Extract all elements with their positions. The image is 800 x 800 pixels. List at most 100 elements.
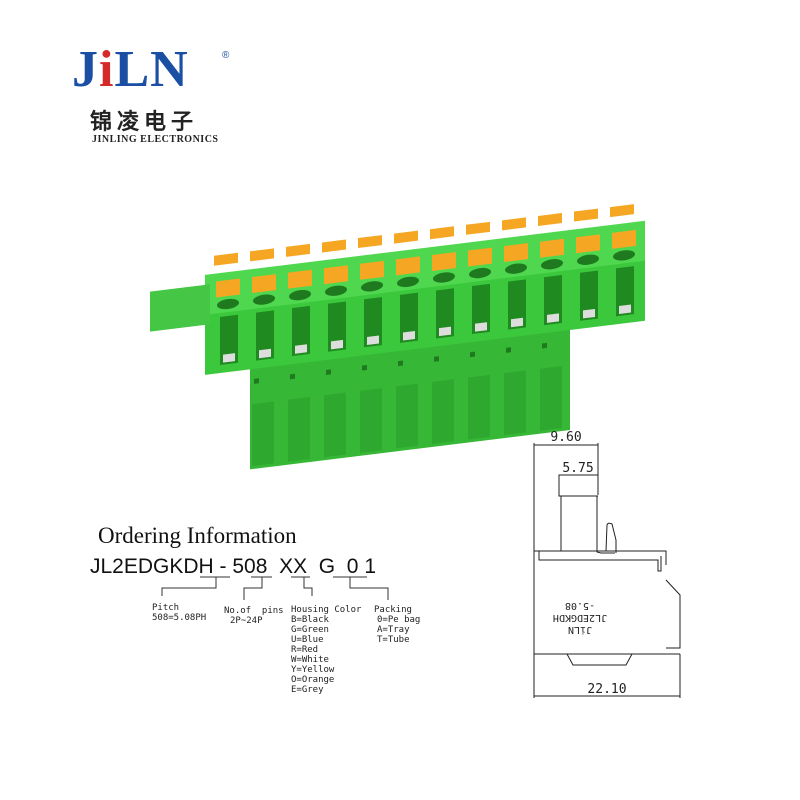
pin-slot — [256, 310, 274, 361]
wire-entry-hole — [397, 276, 419, 288]
pin-slot — [220, 314, 238, 365]
connector-top-face — [205, 220, 645, 325]
logo-chinese-name: 锦凌电子 — [90, 109, 199, 134]
release-lever — [288, 269, 312, 289]
wire-entry-hole — [577, 254, 599, 265]
release-lever — [216, 278, 240, 298]
packing-option: T=Tube — [377, 635, 410, 645]
contact — [511, 317, 523, 328]
wire-entry-hole — [325, 285, 347, 296]
part-number: JL2EDGKDH - 508 XX G 0 1 — [90, 555, 377, 578]
svg-text:-5.08: -5.08 — [565, 600, 595, 611]
wire-entry-hole — [217, 298, 239, 310]
release-lever — [396, 256, 420, 276]
contact — [367, 335, 379, 345]
test-hole — [362, 364, 367, 371]
release-lever — [322, 239, 346, 253]
contact — [439, 326, 451, 337]
wire-entry-hole — [289, 289, 311, 301]
release-lever — [538, 212, 562, 226]
pin-post — [540, 365, 562, 431]
release-lever — [612, 229, 636, 249]
release-lever — [466, 221, 490, 235]
wire-entry-hole — [613, 250, 635, 261]
svg-text:JL2EDGKDH: JL2EDGKDH — [553, 612, 607, 623]
color-option: W=White — [291, 655, 329, 665]
test-hole — [326, 369, 331, 375]
contact — [475, 322, 487, 332]
contact — [619, 304, 631, 314]
dim-22-10: 22.10 — [587, 682, 626, 697]
pin-post — [396, 383, 418, 449]
test-hole — [398, 360, 403, 367]
pin-slot — [544, 274, 562, 326]
test-hole — [542, 342, 547, 349]
color-option: G=Green — [291, 625, 329, 635]
packing-option: A=Tray — [377, 625, 410, 635]
pin-post — [360, 388, 382, 453]
pin-post — [288, 396, 310, 462]
test-hole — [434, 356, 439, 362]
release-lever — [214, 252, 238, 266]
registered-mark: ® — [222, 50, 230, 61]
release-lever — [574, 208, 598, 222]
pin-slot — [580, 270, 598, 321]
release-lever — [252, 274, 276, 294]
release-lever — [610, 204, 634, 218]
wire-entry-hole — [541, 259, 563, 270]
ordering-title: Ordering Information — [98, 523, 297, 548]
release-lever — [540, 238, 564, 258]
wire-entry-hole — [469, 267, 491, 279]
pin-slot — [616, 266, 634, 317]
pin-post — [252, 401, 274, 467]
release-lever — [502, 217, 526, 231]
wire-entry-hole — [505, 263, 527, 274]
pin-slot — [292, 305, 310, 357]
release-lever — [358, 235, 382, 249]
release-lever — [430, 226, 454, 240]
pin-slot — [472, 283, 490, 335]
release-lever — [324, 265, 348, 285]
release-lever — [468, 247, 492, 267]
color-option: O=Orange — [291, 675, 335, 685]
wire-entry-hole — [433, 272, 455, 283]
contact — [547, 313, 559, 323]
connector-end-face — [150, 284, 210, 332]
release-lever — [504, 243, 528, 263]
release-lever — [360, 260, 384, 280]
dim-9-60: 9.60 — [550, 430, 581, 445]
color-option: U=Blue — [291, 635, 324, 645]
release-lever — [432, 252, 456, 271]
contact — [223, 353, 235, 363]
color-option: Y=Yellow — [291, 665, 335, 675]
contact — [331, 339, 343, 350]
release-lever — [250, 248, 274, 262]
release-lever — [576, 234, 600, 254]
test-hole — [290, 373, 295, 380]
contact — [583, 308, 595, 319]
test-hole — [254, 378, 259, 384]
packing-option: 0=Pe bag — [377, 615, 421, 625]
pin-slot — [328, 301, 346, 352]
part-marking: JiLN JL2EDGKDH -5.08 — [553, 600, 607, 635]
pin-post — [468, 374, 490, 440]
pin-post — [324, 392, 346, 458]
pin-post — [504, 370, 526, 436]
release-lever — [394, 230, 418, 244]
wire-entry-hole — [253, 294, 275, 305]
color-option: B=Black — [291, 615, 329, 625]
contact — [403, 331, 415, 341]
connector-front-face — [205, 260, 645, 375]
dim-5-75: 5.75 — [562, 461, 593, 476]
test-hole — [470, 351, 475, 358]
svg-text:JiLN: JiLN — [568, 624, 592, 635]
pin-post — [432, 379, 454, 444]
logo-english-name: JINLING ELECTRONICS — [92, 134, 219, 145]
